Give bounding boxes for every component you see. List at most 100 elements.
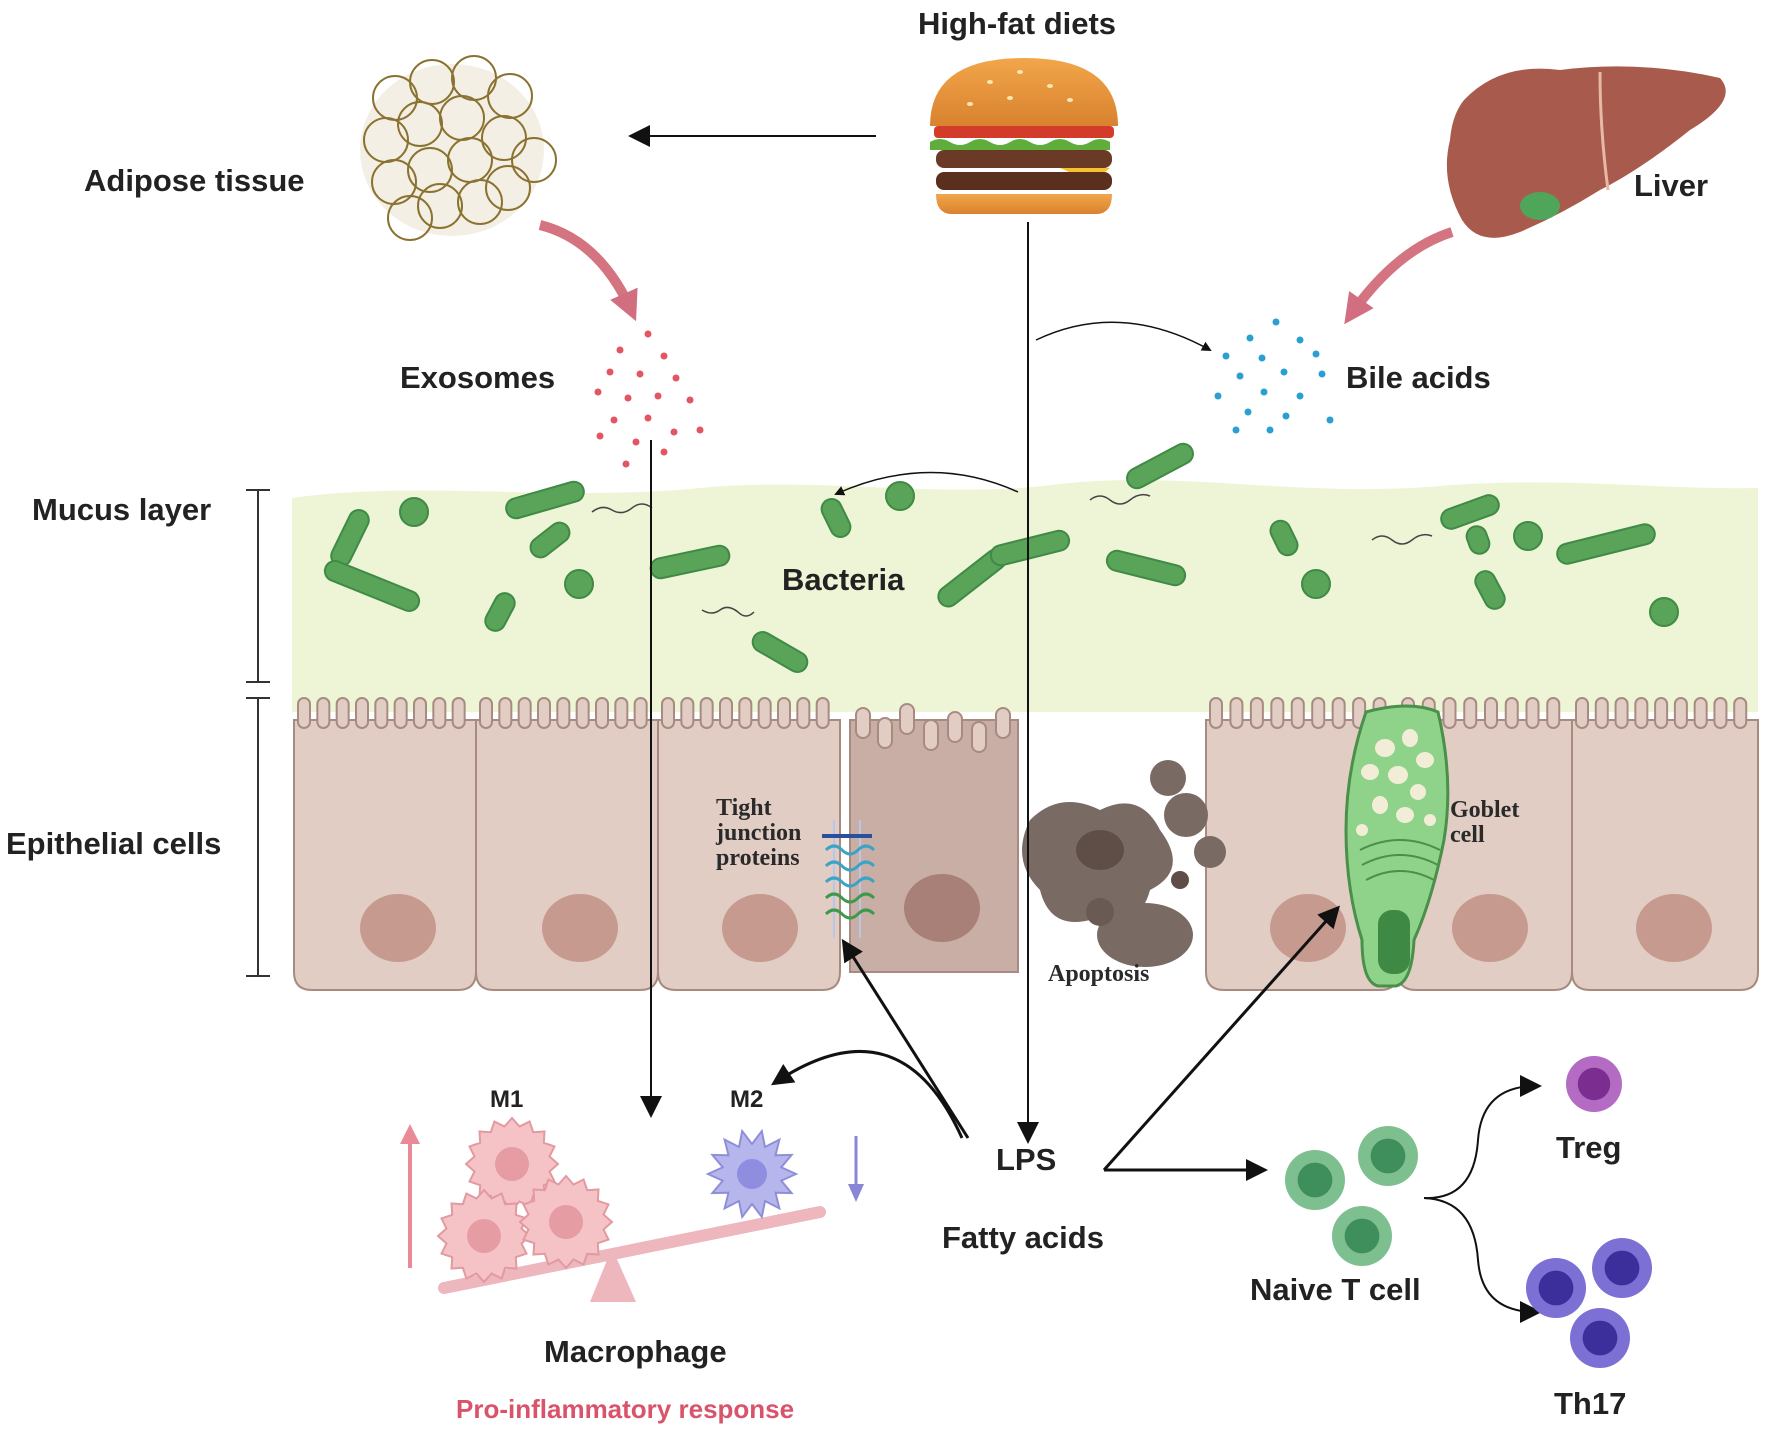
microvillus <box>1229 697 1244 729</box>
microvillus <box>537 697 551 729</box>
microvillus <box>575 697 590 729</box>
exosome-particles <box>594 330 704 468</box>
microvillus <box>1673 697 1688 729</box>
bile-acid-dot <box>1246 334 1254 342</box>
bacterium-rod <box>1556 523 1656 565</box>
microvillus <box>633 697 648 729</box>
treg-label: Treg <box>1556 1130 1622 1165</box>
mucus-bracket <box>246 489 270 683</box>
bile-acid-dot <box>1312 350 1320 358</box>
microvillus <box>796 697 811 729</box>
microvillus <box>355 697 369 729</box>
microvillus <box>680 697 695 729</box>
microvillus <box>757 697 772 729</box>
bile-acid-dot <box>1296 336 1304 344</box>
naive-t-cell <box>1358 1126 1418 1186</box>
bile-acid-dot <box>1232 426 1240 434</box>
naive-to-treg-arrow <box>1423 1075 1542 1200</box>
microvillus <box>699 697 714 729</box>
bile-acid-dot <box>1260 388 1268 396</box>
epithelial-cell <box>293 719 477 991</box>
microvillus <box>1693 697 1708 729</box>
microvillus <box>1713 697 1728 729</box>
epithelial-layer <box>293 697 1759 991</box>
liver-label: Liver <box>1634 168 1709 203</box>
m2-label: M2 <box>730 1086 764 1113</box>
m1-macrophage <box>436 1188 532 1284</box>
exosome-dot <box>610 416 618 424</box>
microvillus <box>855 707 871 739</box>
microvillus <box>432 697 447 729</box>
bacterium-rod <box>484 592 516 632</box>
apoptotic-body <box>1022 760 1226 967</box>
microvillus <box>1525 697 1540 729</box>
microvillus <box>719 697 733 729</box>
microvillus <box>1442 697 1457 729</box>
exosome-dot <box>660 352 668 360</box>
microvillus <box>1594 697 1609 729</box>
bacterium-rod <box>323 560 421 612</box>
bile-acid-dot <box>1258 354 1266 362</box>
th17-cell <box>1526 1258 1586 1318</box>
exosome-dot <box>632 438 640 446</box>
m1-label: M1 <box>490 1086 524 1113</box>
microvillus <box>297 697 311 729</box>
adipose-tissue-illustration <box>360 55 557 241</box>
m1-cells <box>436 1116 614 1284</box>
th17-label: Th17 <box>1554 1386 1627 1421</box>
m2-macrophage <box>705 1128 799 1220</box>
macrophage-label: Macrophage <box>544 1334 727 1369</box>
bile-acid-dot <box>1318 370 1326 378</box>
bacterium-rod <box>1440 494 1500 530</box>
treg-cell <box>1566 1056 1622 1112</box>
bacterium-rod <box>1465 525 1491 555</box>
mucus-layer-label: Mucus layer <box>32 492 212 527</box>
bacterium-rod <box>505 480 585 520</box>
bile-acid-dot <box>1280 368 1288 376</box>
m2-cell <box>705 1128 799 1220</box>
microvillus <box>1634 697 1649 729</box>
naive-t-cell-label: Naive T cell <box>1250 1272 1421 1307</box>
high-fat-diets-label: High-fat diets <box>918 6 1117 41</box>
microvillus <box>1331 697 1346 729</box>
bacterium-rod <box>1269 519 1299 557</box>
th17-cell <box>1570 1308 1630 1368</box>
microvillus <box>316 697 331 729</box>
microvillus <box>815 697 830 729</box>
microvillus <box>1546 697 1561 729</box>
exosome-dot <box>670 428 678 436</box>
tight-junction-proteins <box>822 820 876 938</box>
damaged-epithelial-cell <box>849 719 1019 973</box>
microvillus <box>335 697 350 729</box>
microvillus <box>1270 697 1285 729</box>
bacteria-group <box>323 442 1679 673</box>
microvillus <box>1575 697 1589 729</box>
to-bacteria-arrow <box>834 471 1019 496</box>
exosome-dot <box>624 394 632 402</box>
exosome-dot <box>596 432 604 440</box>
bacterium-coccus <box>1513 521 1543 551</box>
exosome-dot <box>644 330 652 338</box>
fatty-acids-label: Fatty acids <box>942 1220 1104 1255</box>
bacterium-rod <box>529 521 571 559</box>
macrophage-balance <box>438 1206 826 1302</box>
exosome-dot <box>672 374 680 382</box>
lps-to-m2-arrow <box>770 1050 964 1139</box>
microvillus <box>1614 697 1629 729</box>
bacterium-coccus <box>1301 569 1331 599</box>
m2-decrease-arrow <box>848 1136 864 1202</box>
tight-junction-line-1: Tight <box>716 795 772 821</box>
epithelial-bracket <box>246 697 270 977</box>
burger-illustration <box>930 58 1118 214</box>
microvillus <box>1654 697 1669 729</box>
microvillus <box>595 697 609 729</box>
to-bile-arrow <box>1035 321 1212 351</box>
bile-acids-label: Bile acids <box>1346 360 1491 395</box>
microvillus <box>899 703 915 735</box>
bile-acid-dot <box>1214 392 1222 400</box>
microvillus <box>479 697 493 729</box>
microvillus <box>374 697 389 729</box>
microvillus <box>1484 697 1498 729</box>
bile-acid-dot <box>1244 408 1252 416</box>
lps-label: LPS <box>996 1142 1057 1177</box>
